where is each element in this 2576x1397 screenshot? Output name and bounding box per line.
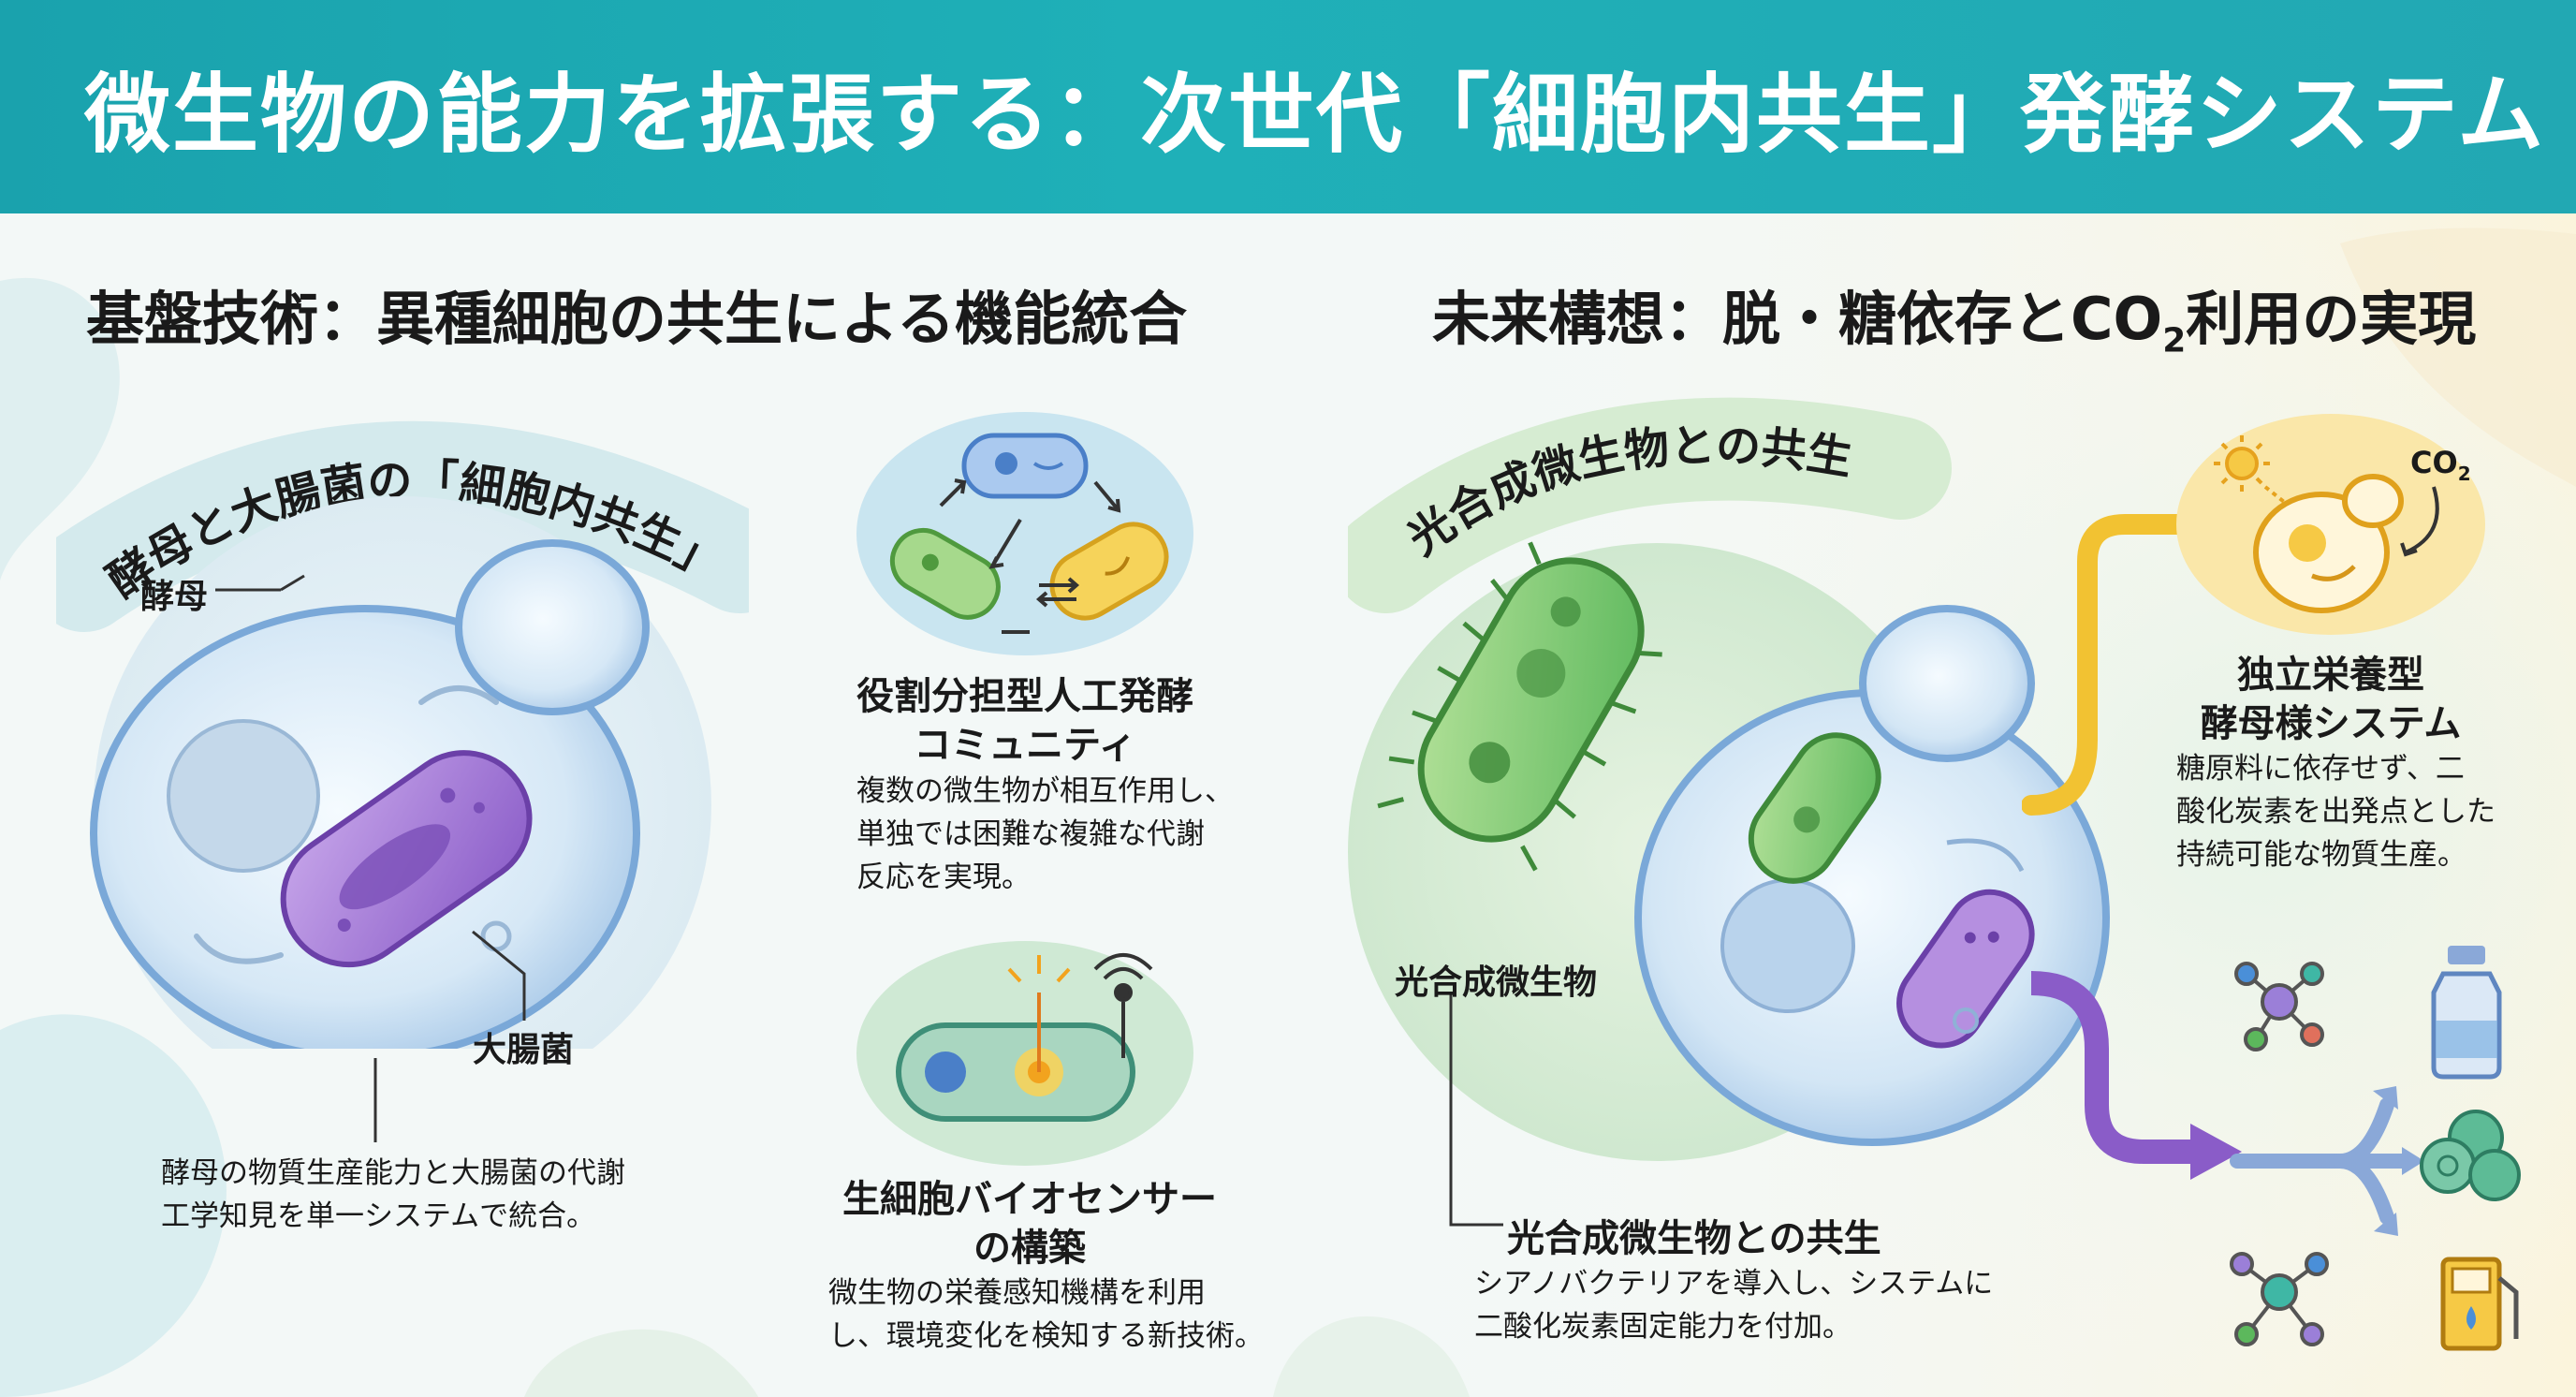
description-leader-line bbox=[373, 1058, 377, 1142]
symbiosis-title: 光合成微生物との共生 bbox=[1507, 1217, 1881, 1260]
sensor-bacterium bbox=[896, 993, 1135, 1122]
molecule-icon bbox=[2234, 962, 2324, 1051]
biosensor-description: 微生物の栄養感知機構を利用 し、環境変化を検知する新技術。 bbox=[828, 1276, 1264, 1353]
right-yeast-nucleus bbox=[1720, 878, 1855, 1013]
symbiosis-description: シアノバクテリアを導入し、システムに 二酸化炭素固定能力を付加。 bbox=[1474, 1267, 1994, 1344]
biosensor-illustration bbox=[856, 941, 1193, 1166]
sun-icon bbox=[2214, 435, 2291, 507]
right-pill-band bbox=[1348, 397, 1952, 613]
green-microbe bbox=[889, 527, 1001, 620]
internal-ecoli bbox=[1896, 889, 2035, 1049]
biosensor-title: 生細胞バイオセンサー の構築 bbox=[842, 1178, 1217, 1270]
arrow-to-products bbox=[2030, 971, 2200, 1164]
left-description: 酵母の物質生産能力と大腸菌の代謝 工学知見を単一システムで統合。 bbox=[161, 1156, 625, 1233]
flow-arrows bbox=[2022, 514, 2247, 1180]
community-title: 役割分担型人工発酵 コミュニティ bbox=[856, 675, 1193, 767]
community-illustration bbox=[856, 412, 1193, 655]
arrow-to-independent bbox=[2022, 514, 2247, 816]
left-pill-band bbox=[56, 420, 749, 632]
page-title: 微生物の能力を拡張する：次世代「細胞内共生」発酵システム bbox=[84, 65, 2546, 165]
bottle-icon bbox=[2431, 946, 2502, 1080]
fiber-roll-icon bbox=[2420, 1110, 2521, 1201]
right-yeast-bud bbox=[1859, 605, 2035, 762]
yeast-ecoli-diagram: 酵母と大腸菌の「細胞内共生」 bbox=[56, 420, 749, 1049]
yeast-bud bbox=[455, 539, 650, 715]
photosynthetic-symbiosis-diagram: 光合成微生物との共生 bbox=[1348, 397, 2110, 1198]
branch-arrows bbox=[2230, 1097, 2413, 1225]
symbiosis-leader-line bbox=[1449, 1198, 1503, 1227]
left-section-title: 基盤技術：異種細胞の共生による機能統合 bbox=[86, 285, 1188, 353]
photosynthetic-label: 光合成微生物 bbox=[1395, 963, 1598, 1002]
yeast-label: 酵母 bbox=[140, 578, 209, 616]
antenna-icon bbox=[1093, 953, 1153, 1058]
blue-microbe bbox=[961, 433, 1089, 499]
yeast-nucleus bbox=[167, 719, 320, 873]
independent-title: 独立栄養型 酵母様システム bbox=[2200, 654, 2462, 745]
independent-description: 糖原料に依存せず、二 酸化炭素を出発点とした 持続可能な物質生産。 bbox=[2176, 752, 2496, 872]
internal-cyanobacterium bbox=[1748, 732, 1881, 884]
fuel-pump-icon bbox=[2440, 1257, 2519, 1351]
product-icons bbox=[2230, 946, 2521, 1351]
co2-label: CO2 bbox=[2410, 445, 2471, 485]
sun-icon bbox=[1007, 955, 1071, 983]
interaction-arrows bbox=[939, 478, 1121, 634]
header-banner: 微生物の能力を拡張する：次世代「細胞内共生」発酵システム bbox=[0, 0, 2576, 213]
molecule-icon bbox=[2230, 1252, 2329, 1346]
ecoli-cell bbox=[280, 750, 533, 968]
community-description: 複数の微生物が相互作用し、 単独では困難な複雑な代謝 反応を実現。 bbox=[856, 774, 1234, 894]
right-section-title: 未来構想：脱・糖依存とCO2利用の実現 bbox=[1432, 285, 2477, 360]
cyanobacterium bbox=[1377, 541, 1662, 872]
ecoli-label: 大腸菌 bbox=[473, 1031, 575, 1069]
yellow-microbe bbox=[1049, 522, 1169, 621]
independent-system-illustration: CO2 bbox=[2176, 414, 2485, 635]
